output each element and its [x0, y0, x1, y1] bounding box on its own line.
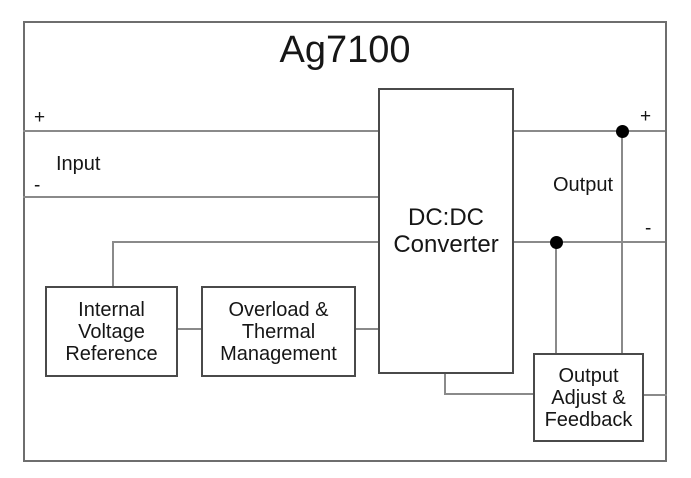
output-plus-label: +: [640, 106, 652, 127]
wire-input-plus: [23, 130, 379, 132]
block-label: Internal: [78, 298, 145, 321]
dcdc-converter-block: DC:DC Converter: [378, 88, 514, 374]
block-label: Reference: [65, 342, 158, 365]
junction-dot-output-minus: [550, 236, 563, 249]
wire-plus-sense-drop: [621, 131, 623, 355]
wire-adjust-to-border: [641, 394, 667, 396]
block-label: Feedback: [544, 408, 633, 431]
input-plus-label: +: [34, 107, 46, 128]
overload-thermal-management-block: Overload & Thermal Management: [201, 286, 356, 377]
junction-dot-output-plus: [616, 125, 629, 138]
internal-voltage-reference-block: Internal Voltage Reference: [45, 286, 178, 377]
input-label: Input: [56, 153, 101, 175]
block-label: Overload &: [228, 298, 329, 321]
wire-reference-to-overload: [176, 328, 203, 330]
output-label: Output: [553, 174, 614, 196]
wire-reference-drop: [112, 241, 114, 288]
output-minus-label: -: [645, 218, 652, 239]
wire-minus-sense-drop: [555, 242, 557, 355]
block-label: Converter: [393, 231, 499, 258]
package-outline: [23, 21, 667, 462]
block-label: DC:DC: [408, 204, 484, 231]
diagram-title: Ag7100: [279, 29, 411, 71]
wire-converter-feedback-drop: [444, 371, 446, 395]
block-label: Voltage: [78, 320, 145, 343]
block-label: Management: [220, 342, 337, 365]
wire-input-minus: [23, 196, 379, 198]
block-label: Adjust &: [551, 386, 626, 409]
wire-reference-feed: [112, 241, 379, 243]
block-label: Thermal: [241, 320, 316, 343]
block-label: Output: [558, 364, 619, 387]
wire-feedback-bottom: [444, 393, 535, 395]
input-minus-label: -: [34, 175, 41, 196]
wire-output-minus: [512, 241, 665, 243]
output-adjust-feedback-block: Output Adjust & Feedback: [533, 353, 644, 442]
wire-overload-to-converter: [353, 328, 380, 330]
wire-output-plus: [512, 130, 665, 132]
